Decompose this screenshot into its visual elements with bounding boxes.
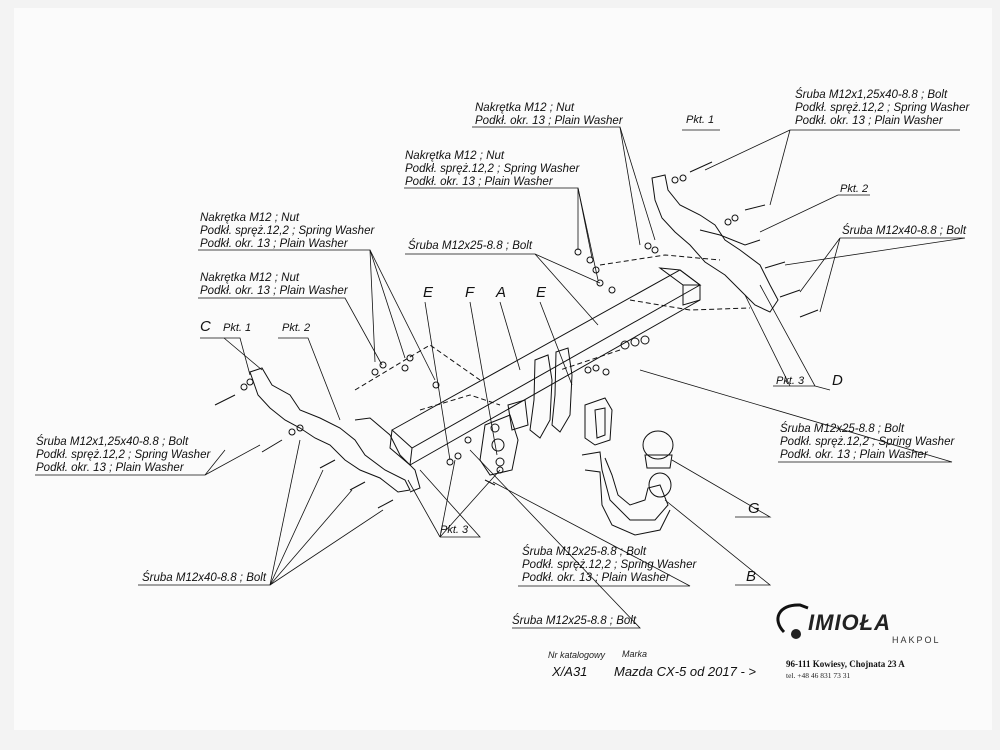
callout-nut-mid-line1: Nakrętka M12 ; Nut (405, 150, 505, 162)
callout-bolt-right-25-line1: Śruba M12x25-8.8 ; Bolt (780, 423, 905, 435)
company-phone: tel. +48 46 831 73 31 (786, 671, 851, 680)
point-2-left: Pkt. 2 (282, 322, 311, 334)
callout-bolt-right-25-line3: Podkł. okr. 13 ; Plain Washer (780, 449, 928, 461)
vehicle-model: Mazda CX-5 od 2017 - > (614, 664, 756, 679)
callout-bolt-topright-line3: Podkł. okr. 13 ; Plain Washer (795, 115, 943, 127)
part-letter-g: G (748, 500, 760, 517)
brand-label: Marka (622, 649, 648, 659)
callout-nut-left2-line1: Nakrętka M12 ; Nut (200, 272, 300, 284)
callout-bolt-left-125-line2: Podkł. spręż.12,2 ; Spring Washer (36, 449, 211, 461)
callout-bolt-center: Śruba M12x25-8.8 ; Bolt (408, 240, 533, 252)
part-letter-e-left: E (423, 284, 434, 301)
callout-bolt-bottom-25-line2: Podkł. spręż.12,2 ; Spring Washer (522, 559, 697, 571)
catalog-number-label: Nr katalogowy (548, 650, 606, 660)
tow-ball (581, 430, 674, 536)
callout-bolt-topright-line2: Podkł. spręż.12,2 ; Spring Washer (795, 102, 970, 114)
part-letter-c: C (200, 318, 211, 335)
company-name: IMIOŁA (808, 610, 891, 635)
catalog-number: X/A31 (552, 664, 588, 679)
callout-bolt-bottom-25-line1: Śruba M12x25-8.8 ; Bolt (522, 546, 647, 558)
part-letter-d: D (832, 372, 843, 389)
point-3-right: Pkt. 3 (776, 375, 805, 387)
callout-bolt-left-125-line1: Śruba M12x1,25x40-8.8 ; Bolt (36, 436, 189, 448)
callout-bolt-right-40: Śruba M12x40-8.8 ; Bolt (842, 225, 967, 237)
company-subtitle: HAKPOL (892, 635, 941, 645)
point-3-bottom: Pkt. 3 (440, 524, 469, 536)
left-bracket (249, 367, 421, 493)
part-letter-b: B (746, 568, 757, 585)
crossbeam (389, 267, 702, 466)
part-letter-e-right: E (536, 284, 547, 301)
leader-lines (35, 126, 966, 629)
socket-bracket (584, 397, 613, 446)
callout-nut-left-line2: Podkł. spręż.12,2 ; Spring Washer (200, 225, 375, 237)
callout-nut-top-line2: Podkł. okr. 13 ; Plain Washer (475, 115, 623, 127)
callout-bolt-bottom-25-single: Śruba M12x25-8.8 ; Bolt (512, 615, 637, 627)
callout-nut-mid-line3: Podkł. okr. 13 ; Plain Washer (405, 176, 553, 188)
right-bracket (651, 174, 779, 313)
callout-bolt-left-125-line3: Podkł. okr. 13 ; Plain Washer (36, 462, 184, 474)
callout-nut-left-line3: Podkł. okr. 13 ; Plain Washer (200, 238, 348, 250)
drawing-sheet (14, 8, 992, 730)
callout-nut-left2-line2: Podkł. okr. 13 ; Plain Washer (200, 285, 348, 297)
callout-nut-mid-line2: Podkł. spręż.12,2 ; Spring Washer (405, 163, 580, 175)
point-2-right: Pkt. 2 (840, 183, 869, 195)
center-plates (479, 347, 573, 476)
part-letter-a: A (496, 284, 507, 301)
point-1-right: Pkt. 1 (686, 114, 715, 126)
callout-bolt-topright-line1: Śruba M12x1,25x40-8.8 ; Bolt (795, 89, 948, 101)
assembly-dashed-lines (354, 254, 751, 411)
point-1-left: Pkt. 1 (223, 322, 252, 334)
part-letter-f: F (465, 284, 475, 301)
imiola-logo-mark (776, 603, 809, 639)
fasteners (214, 161, 819, 509)
company-address: 96-111 Kowiesy, Chojnata 23 A (786, 659, 905, 669)
callout-bolt-bottom-25-line3: Podkł. okr. 13 ; Plain Washer (522, 572, 670, 584)
callout-bolt-left-40: Śruba M12x40-8.8 ; Bolt (142, 572, 267, 584)
callout-nut-left-line1: Nakrętka M12 ; Nut (200, 212, 300, 224)
callout-nut-top-line1: Nakrętka M12 ; Nut (475, 102, 575, 114)
callout-bolt-right-25-line2: Podkł. spręż.12,2 ; Spring Washer (780, 436, 955, 448)
